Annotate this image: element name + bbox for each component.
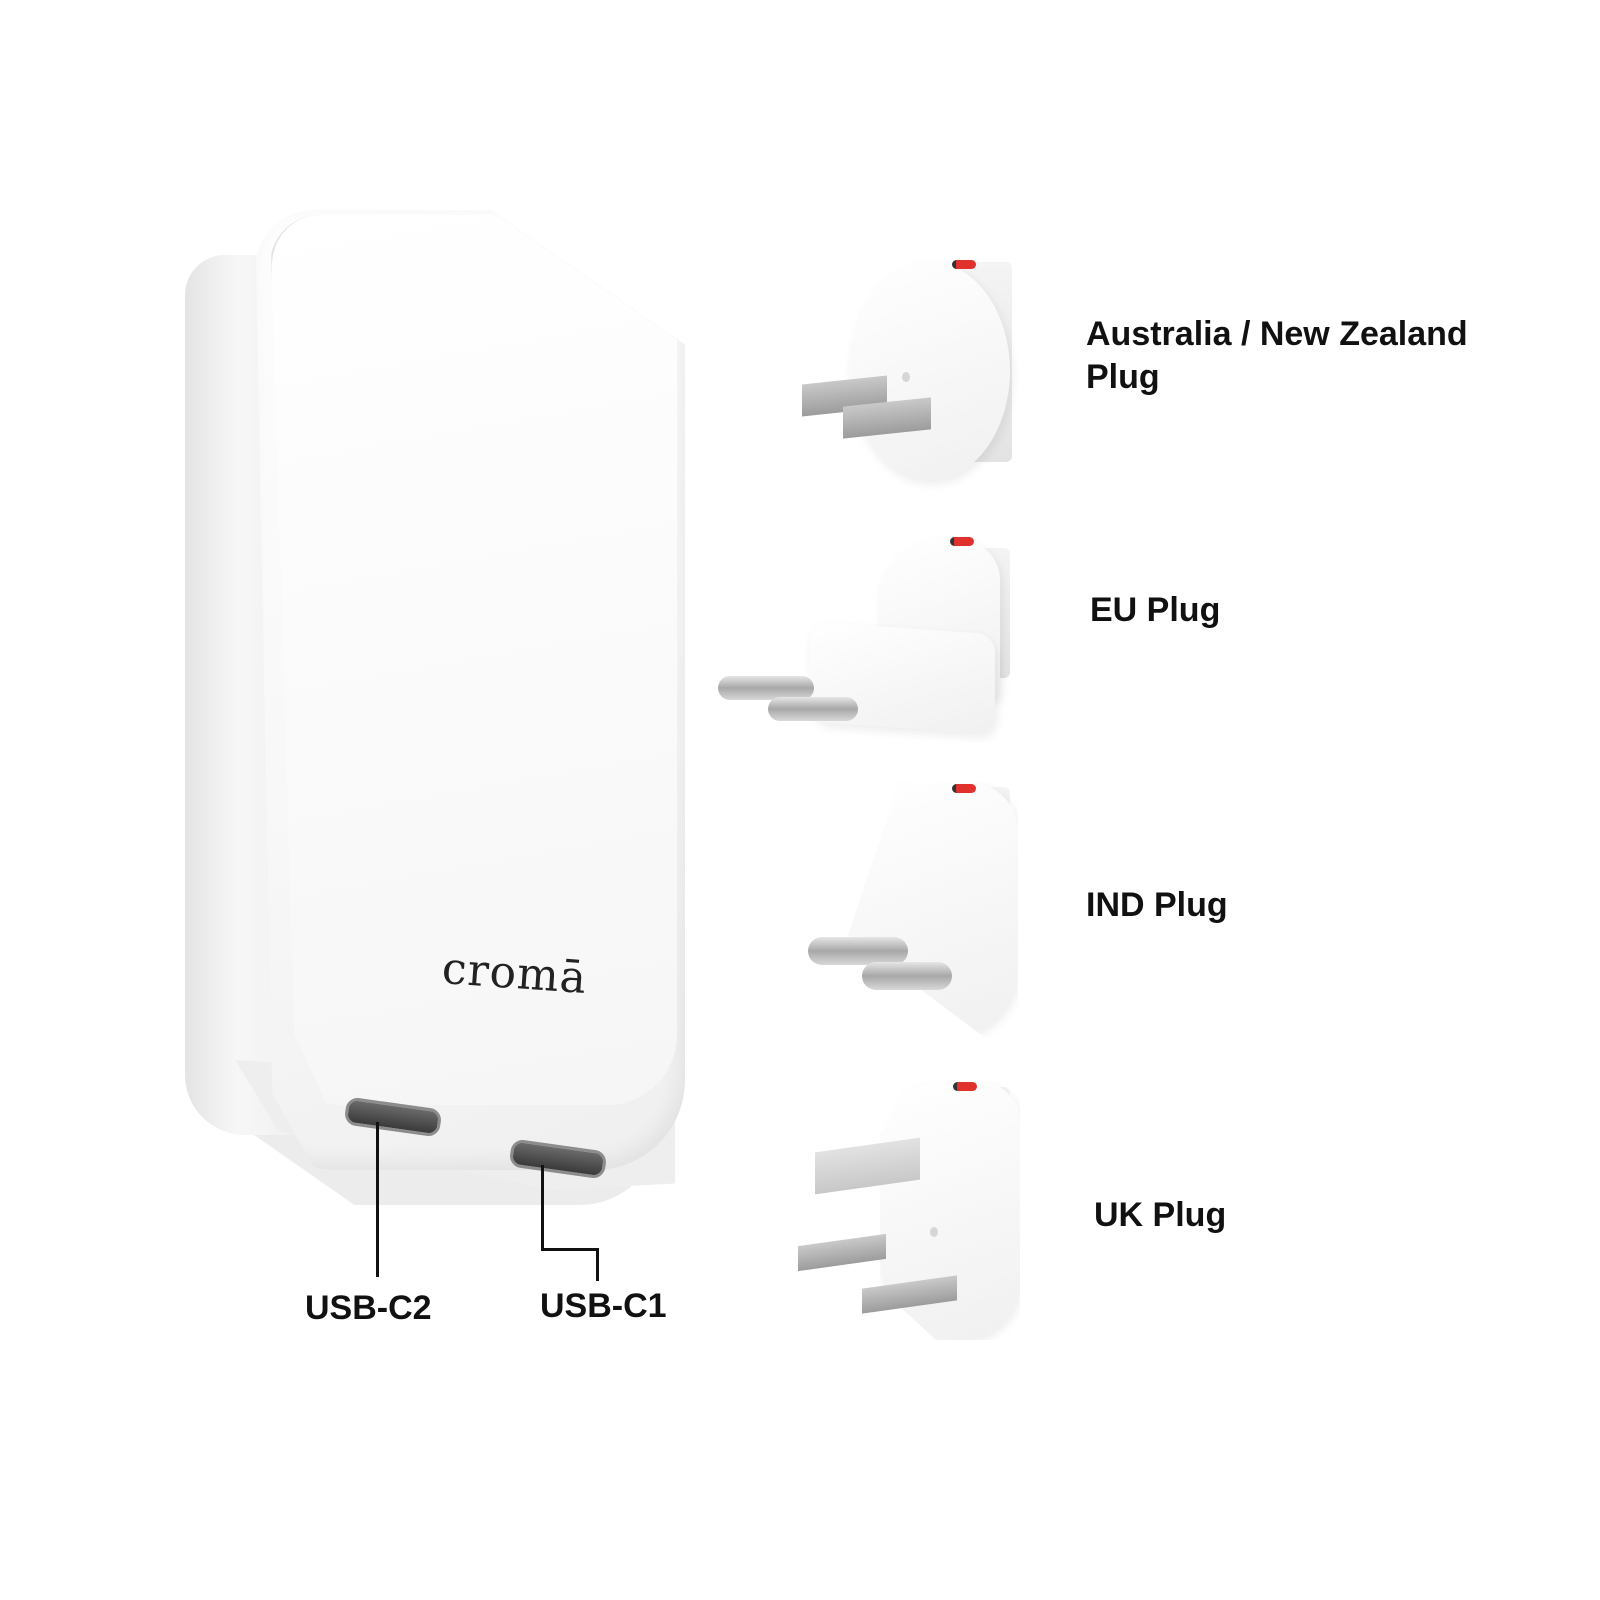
usb-c2-leader-line (376, 1122, 379, 1277)
usb-c1-label: USB-C1 (540, 1287, 667, 1325)
eu-plug-label: EU Plug (1090, 591, 1221, 629)
au-nz-plug-label-line2: Plug (1086, 358, 1160, 396)
brand-logo: cromā (440, 943, 589, 1004)
usb-c1-leader-line-v1 (541, 1165, 544, 1250)
charger-face (270, 215, 677, 1105)
au-nz-plug-label-line1: Australia / New Zealand (1086, 315, 1468, 353)
usb-c1-leader-line-h (541, 1248, 599, 1251)
usb-c2-label: USB-C2 (305, 1289, 432, 1327)
ind-plug-label: IND Plug (1086, 886, 1228, 924)
uk-plug-label: UK Plug (1094, 1196, 1227, 1234)
usb-c1-leader-line-v2 (596, 1248, 599, 1281)
